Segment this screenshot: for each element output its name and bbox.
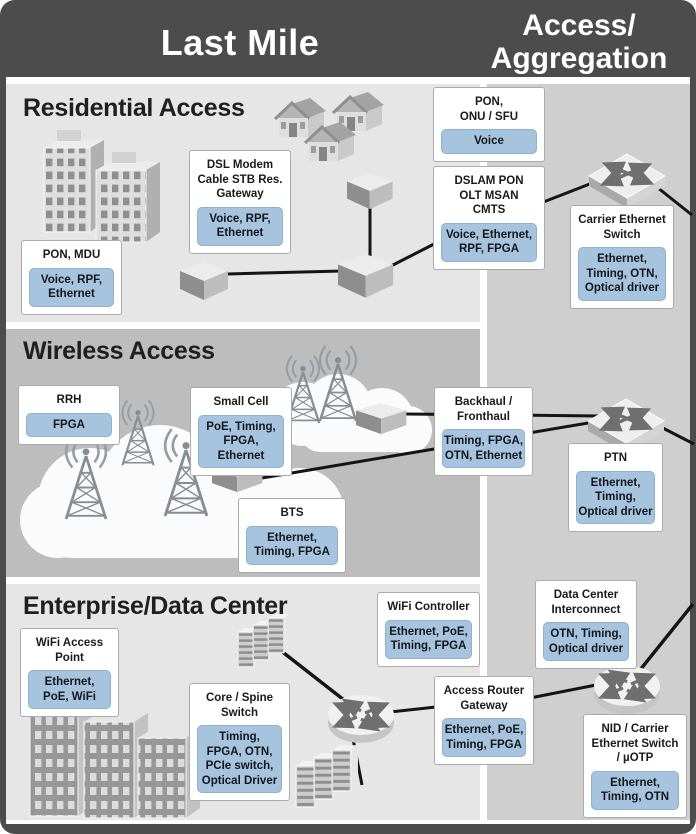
node-dslam: DSLAM PON OLT MSAN CMTS Voice, Ethernet,… <box>433 166 545 270</box>
node-title: RRH <box>56 394 82 406</box>
node-access-router-gateway: Access Router Gateway Ethernet, PoE, Tim… <box>434 676 534 765</box>
node-tags: Timing, FPGA, OTN, Ethernet <box>442 429 525 468</box>
node-nid-carrier-ethernet-switch: NID / Carrier Ethernet Switch / µOTP Eth… <box>583 714 687 818</box>
node-wifi-access-point: WiFi Access Point Ethernet, PoE, WiFi <box>20 628 119 717</box>
node-title: Access Router Gateway <box>443 685 525 712</box>
node-title: PON, ONU / SFU <box>459 96 519 123</box>
section-title-wireless: Wireless Access <box>23 337 215 365</box>
section-title-residential: Residential Access <box>23 94 245 122</box>
node-tags: Ethernet, Timing, Optical driver <box>576 470 655 524</box>
node-tags: FPGA <box>26 412 112 437</box>
node-title: Data Center Interconnect <box>551 589 621 616</box>
node-dsl-modem: DSL Modem Cable STB Res. Gateway Voice, … <box>189 150 291 254</box>
node-tags: Voice <box>441 129 537 154</box>
node-tags: Voice, RPF, Ethernet <box>197 206 283 246</box>
node-title: WiFi Controller <box>387 601 470 613</box>
node-rrh: RRH FPGA <box>18 385 120 445</box>
node-title: BTS <box>280 507 304 519</box>
node-data-center-interconnect: Data Center Interconnect OTN, Timing, Op… <box>535 580 637 669</box>
node-title: PTN <box>604 452 627 464</box>
node-tags: Timing, FPGA, OTN, PCIe switch, Optical … <box>197 725 282 793</box>
section-title-enterprise: Enterprise/Data Center <box>23 592 288 620</box>
node-tags: Ethernet, Timing, FPGA <box>246 525 338 565</box>
node-ptn: PTN Ethernet, Timing, Optical driver <box>568 443 663 532</box>
node-backhaul-fronthaul: Backhaul / Fronthaul Timing, FPGA, OTN, … <box>434 387 533 476</box>
node-title: Backhaul / Fronthaul <box>454 396 513 423</box>
header-last-mile: Last Mile <box>160 22 320 63</box>
node-tags: Voice, RPF, Ethernet <box>29 267 114 307</box>
node-tags: Ethernet, PoE, WiFi <box>28 670 111 709</box>
node-title: PON, MDU <box>42 249 101 261</box>
node-small-cell: Small Cell PoE, Timing, FPGA, Ethernet <box>190 387 292 476</box>
node-tags: Ethernet, Timing, OTN <box>591 770 679 810</box>
node-tags: Ethernet, Timing, OTN, Optical driver <box>578 247 666 301</box>
node-title: WiFi Access Point <box>35 637 104 664</box>
node-title: NID / Carrier Ethernet Switch / µOTP <box>591 723 679 764</box>
header-access-aggregation: Access/ Aggregation <box>490 9 668 75</box>
node-pon-mdu: PON, MDU Voice, RPF, Ethernet <box>21 240 122 315</box>
node-tags: Ethernet, PoE, Timing, FPGA <box>442 718 526 757</box>
node-title: Small Cell <box>213 396 269 408</box>
node-title: Core / Spine Switch <box>205 692 274 719</box>
node-tags: PoE, Timing, FPGA, Ethernet <box>198 414 284 468</box>
node-bts: BTS Ethernet, Timing, FPGA <box>238 498 346 573</box>
node-carrier-ethernet-switch: Carrier Ethernet Switch Ethernet, Timing… <box>570 205 674 309</box>
node-pon-onu-sfu: PON, ONU / SFU Voice <box>433 87 545 162</box>
node-title: DSLAM PON OLT MSAN CMTS <box>454 175 524 216</box>
node-tags: Voice, Ethernet, RPF, FPGA <box>441 222 537 262</box>
node-title: DSL Modem Cable STB Res. Gateway <box>197 159 283 200</box>
node-title: Carrier Ethernet Switch <box>578 214 666 241</box>
node-tags: Ethernet, PoE, Timing, FPGA <box>385 619 472 659</box>
node-core-spine-switch: Core / Spine Switch Timing, FPGA, OTN, P… <box>189 683 290 801</box>
node-wifi-controller: WiFi Controller Ethernet, PoE, Timing, F… <box>377 592 480 667</box>
node-tags: OTN, Timing, Optical driver <box>543 622 629 661</box>
